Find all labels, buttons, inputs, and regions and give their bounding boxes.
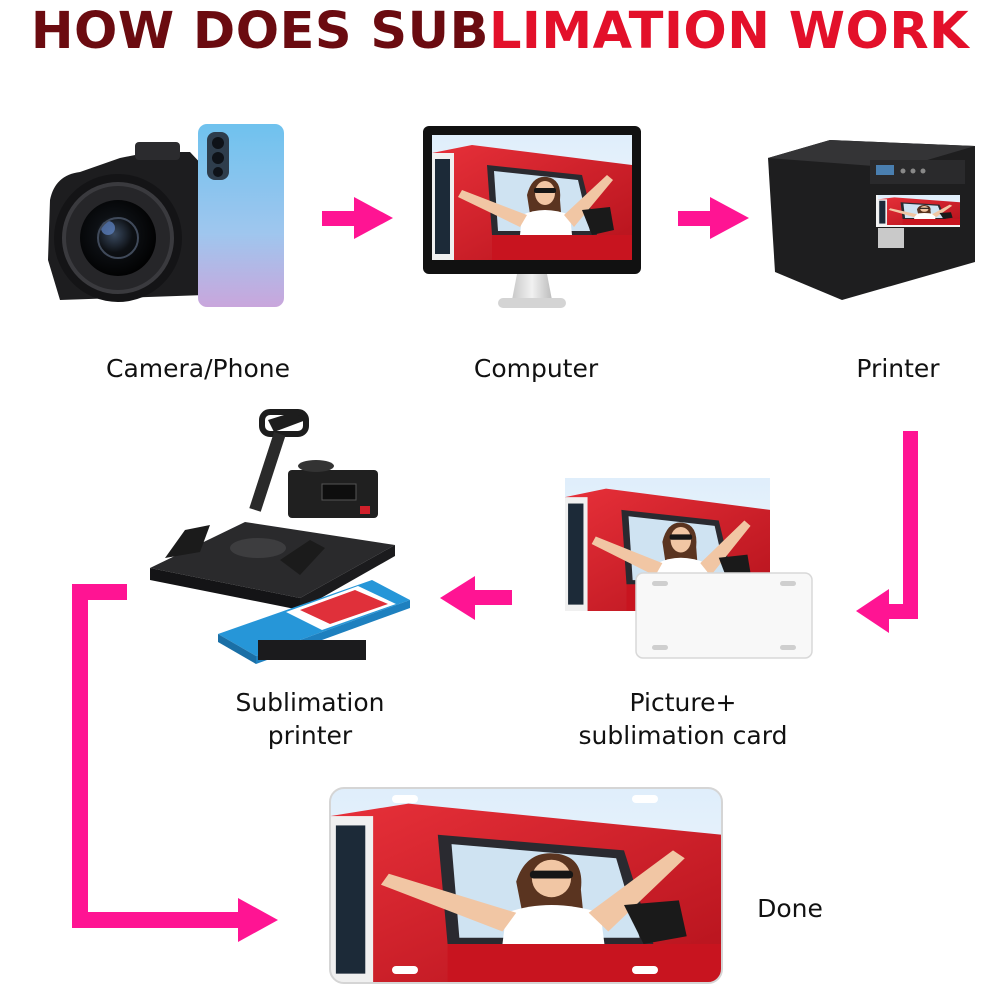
picture-card-image (565, 478, 813, 659)
finished-plate (329, 787, 723, 984)
computer-image (423, 126, 641, 308)
arrow-computer-to-printer (678, 197, 749, 239)
printer-icon (768, 140, 975, 300)
arrow-card-to-press (440, 576, 512, 620)
label-sublimation-printer: Sublimation printer (215, 686, 405, 752)
label-picture-card: Picture+ sublimation card (558, 686, 808, 752)
sublimation-printer-image (150, 409, 410, 664)
label-camera-phone: Camera/Phone (106, 354, 290, 383)
monitor-icon (423, 126, 641, 308)
label-picture-card-line-2: sublimation card (578, 721, 788, 750)
done-image (329, 787, 723, 984)
title-part-red: LIMATION WORK (488, 2, 970, 61)
title-part-dark: HOW DOES SUB (30, 2, 489, 61)
page-title: HOW DOES SUBLIMATION WORK (0, 4, 1000, 60)
camera-phone-image (48, 124, 284, 307)
arrow-press-to-done (72, 584, 278, 942)
arrow-camera-to-computer (322, 197, 393, 239)
camera-icon (48, 142, 205, 302)
label-printer: Printer (856, 354, 940, 383)
printer-image (768, 140, 975, 300)
label-sublimation-printer-line-2: printer (267, 721, 353, 750)
phone-icon (198, 124, 284, 307)
label-computer: Computer (473, 354, 599, 383)
label-picture-card-line-1: Picture+ (629, 688, 737, 717)
label-done: Done (757, 894, 823, 923)
arrow-printer-to-card (856, 431, 918, 633)
heat-press-icon (150, 409, 410, 664)
label-sublimation-printer-line-1: Sublimation (235, 688, 385, 717)
blank-sublimation-card (635, 572, 813, 659)
